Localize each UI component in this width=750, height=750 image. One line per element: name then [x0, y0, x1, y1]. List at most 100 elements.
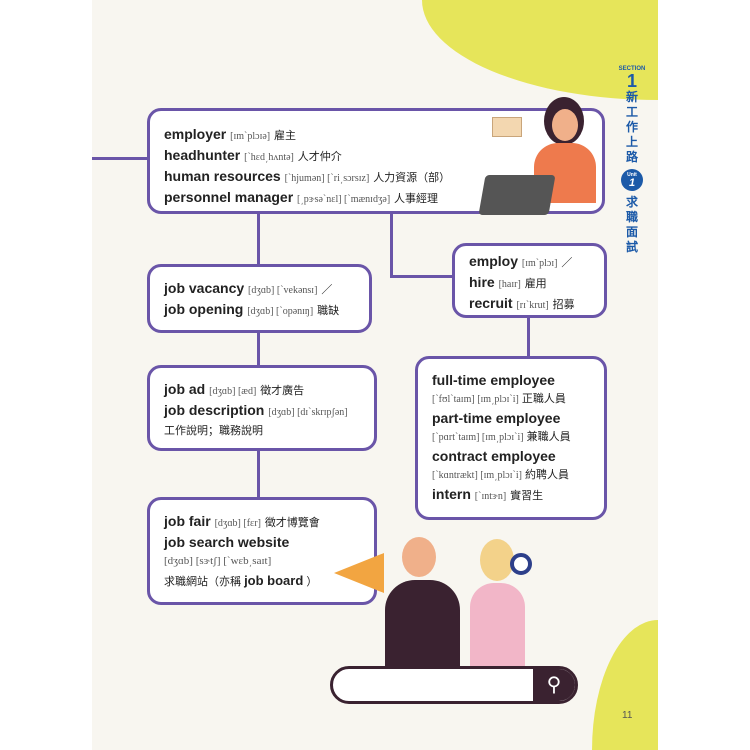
search-icon: ⚲ — [533, 669, 575, 701]
phonetic: [dʒɑb] [fɛr] — [214, 518, 261, 529]
connector — [257, 331, 260, 367]
decorative-blob — [592, 620, 658, 750]
term: job fair — [164, 513, 211, 529]
term-row: job opening [dʒɑb] [ˋopənɪŋ] 職缺 — [164, 300, 355, 321]
phonetic: [dʒɑb] [æd] — [209, 386, 257, 397]
term: human resources — [164, 168, 281, 184]
phonetic: [dʒɑb] [ˋvekənsɪ] — [248, 285, 318, 296]
phonetic: [dʒɑb] [ˋopənɪŋ] — [247, 306, 314, 317]
translation: 求職網站（亦稱 job board ） — [164, 571, 360, 592]
page-number: 11 — [622, 710, 633, 721]
term-row: job vacancy [dʒɑb] [ˋvekənsɪ] ／ — [164, 279, 355, 300]
phonetic: [ˋfʊlˋtaɪm] [ɪm͵plɔɪˋi] — [432, 394, 519, 405]
term-row: personnel manager [͵pɝsəˋnɛl] [ˋmænɪdʒə]… — [164, 188, 588, 209]
term: part-time employee — [432, 410, 561, 426]
translation: 職缺 — [317, 305, 340, 317]
term-row: job ad [dʒɑb] [æd] 徵才廣告 — [164, 380, 360, 401]
connector — [527, 316, 530, 358]
term: recruit — [469, 295, 513, 311]
translation: 徵才廣告 — [260, 385, 305, 397]
magnifier-icon — [510, 553, 532, 575]
section-title-char: 上 — [625, 135, 638, 149]
unit-title-char: 面 — [625, 225, 638, 239]
translation: 招募 — [552, 299, 575, 311]
connector — [92, 157, 149, 160]
term-row: job description [dʒɑb] [dɪˋskrɪpʃən] — [164, 401, 360, 422]
section-title-char: 作 — [625, 120, 638, 134]
term: job board — [244, 573, 304, 588]
people-megaphone-illustration — [330, 535, 570, 670]
unit-badge: Unit 1 — [621, 169, 643, 191]
translation: 實習生 — [510, 490, 544, 502]
unit-label: Unit — [627, 172, 637, 178]
section-sidebar: SECTION 1 新 工 作 上 路 Unit 1 求 職 面 試 — [612, 66, 652, 255]
unit-title-char: 試 — [625, 240, 638, 254]
term: job opening — [164, 301, 244, 317]
translation-text: 求職網站（亦稱 — [164, 576, 241, 588]
term: job search website — [164, 534, 290, 550]
term: full-time employee — [432, 372, 555, 388]
box-job-ad: job ad [dʒɑb] [æd] 徵才廣告 job description … — [147, 365, 377, 451]
term-row: employ [ɪmˋplɔɪ] ／ — [469, 252, 590, 273]
term: contract employee — [432, 448, 556, 464]
megaphone-icon — [334, 553, 384, 593]
phonetic: [ɪmˋplɔɪə] — [230, 131, 271, 142]
term: hire — [469, 274, 495, 290]
separator: ／ — [321, 284, 333, 296]
term: job ad — [164, 381, 206, 397]
phonetic: [haɪr] — [498, 279, 521, 290]
box-employee-types: full-time employee [ˋfʊlˋtaɪm] [ɪm͵plɔɪˋ… — [415, 356, 607, 520]
term: job vacancy — [164, 280, 245, 296]
section-title-char: 新 — [625, 90, 638, 104]
section-title-char: 路 — [625, 150, 638, 164]
unit-number: 1 — [628, 177, 636, 189]
connector — [390, 212, 393, 278]
box-job-fair: job fair [dʒɑb] [fɛr] 徵才博覽會 job search w… — [147, 497, 377, 605]
translation: 雇用 — [524, 278, 547, 290]
term-row: job fair [dʒɑb] [fɛr] 徵才博覽會 — [164, 512, 360, 533]
term-row: hire [haɪr] 雇用 — [469, 273, 590, 294]
term-row: human resources [ˋhjumən] [ˋri͵sɔrsɪz] 人… — [164, 167, 588, 188]
translation: 工作說明；職務說明 — [164, 425, 263, 437]
phonetic: [ɪmˋplɔɪ] — [521, 258, 558, 269]
translation: 人才仲介 — [297, 151, 342, 163]
translation: 人事經理 — [394, 193, 439, 205]
translation: 人力資源（部） — [373, 172, 451, 184]
term: intern — [432, 486, 471, 502]
connector — [257, 449, 260, 499]
phonetic: [rɪˋkrut] — [516, 300, 549, 311]
term-row: intern [ˋɪntɝn] 實習生 — [432, 485, 590, 506]
connector — [390, 275, 454, 278]
separator: ／ — [561, 257, 573, 269]
connector — [257, 212, 260, 266]
translation: 約聘人員 — [525, 469, 569, 481]
search-bar-illustration: ⚲ — [330, 666, 578, 704]
paren: ） — [306, 576, 318, 588]
phonetic: [dʒɑb] [dɪˋskrɪpʃən] — [268, 407, 348, 418]
phonetic: [ˋkɑntrækt] [ɪm͵plɔɪˋi] — [432, 470, 522, 481]
phonetic: [ˋpɑrtˋtaɪm] [ɪm͵plɔɪˋi] — [432, 432, 524, 443]
woman-laptop-illustration — [522, 97, 602, 213]
phonetic: [ˋhjumən] [ˋri͵sɔrsɪz] — [284, 173, 370, 184]
term-row: recruit [rɪˋkrut] 招募 — [469, 294, 590, 315]
section-title-char: 工 — [625, 105, 638, 119]
term-row: headhunter [ˋhɛd͵hʌntə] 人才仲介 — [164, 146, 588, 167]
phonetic: [ˋhɛd͵hʌntə] — [244, 152, 294, 163]
box-job-vacancy: job vacancy [dʒɑb] [ˋvekənsɪ] ／ job open… — [147, 264, 372, 333]
term: job description — [164, 402, 265, 418]
translation: 兼職人員 — [526, 431, 571, 443]
phonetic: [͵pɝsəˋnɛl] [ˋmænɪdʒə] — [297, 194, 391, 205]
phonetic: [ˋɪntɝn] — [474, 491, 507, 502]
translation: 正職人員 — [521, 393, 566, 405]
term: headhunter — [164, 147, 241, 163]
box-employer-terms: employer [ɪmˋplɔɪə] 雇主 headhunter [ˋhɛd͵… — [147, 97, 605, 215]
translation: 徵才博覽會 — [264, 517, 320, 529]
section-number: 1 — [626, 71, 637, 91]
box-employ: employ [ɪmˋplɔɪ] ／ hire [haɪr] 雇用 recrui… — [452, 243, 607, 318]
translation: 雇主 — [274, 130, 297, 142]
term: employer — [164, 126, 227, 142]
term: personnel manager — [164, 189, 294, 205]
laptop-icon — [478, 175, 556, 215]
term-row: employer [ɪmˋplɔɪə] 雇主 — [164, 125, 588, 146]
phonetic: [dʒɑb] [sɝtʃ] [ˋwɛb͵saɪt] — [164, 555, 272, 567]
